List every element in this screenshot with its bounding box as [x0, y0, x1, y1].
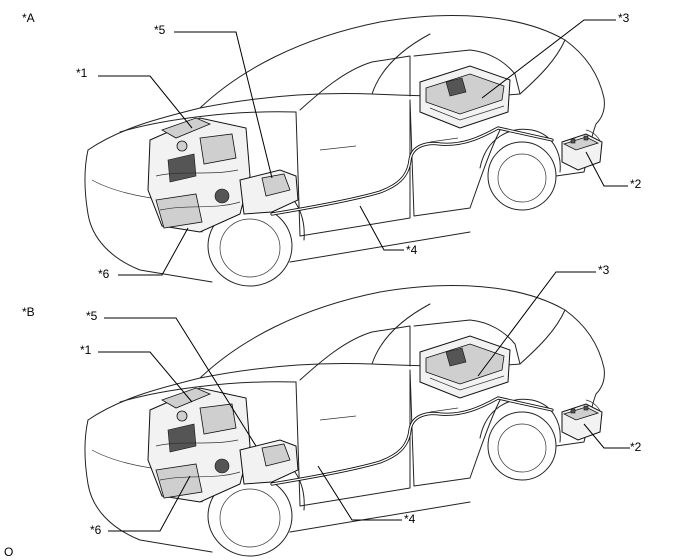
callout-b-4: *4 — [404, 512, 416, 526]
callout-a-4: *4 — [406, 243, 418, 257]
callout-a-3: *3 — [618, 11, 630, 25]
callout-a-2: *2 — [630, 177, 642, 191]
leader-lines-b — [98, 271, 630, 532]
callout-b-1: *1 — [80, 343, 92, 357]
callout-b-2: *2 — [630, 440, 642, 454]
car-illustration-a — [83, 13, 606, 288]
view-a-label: *A — [22, 11, 35, 25]
callout-a-1: *1 — [76, 66, 88, 80]
callout-b-3: *3 — [598, 263, 610, 277]
figure-id: O — [4, 545, 14, 559]
leader-lines-a — [98, 19, 628, 276]
callout-a-5: *5 — [154, 23, 166, 37]
view-b-label: *B — [22, 305, 35, 319]
callout-b-6: *6 — [90, 523, 102, 537]
callout-b-5: *5 — [86, 309, 98, 323]
car-illustration-b — [83, 283, 606, 558]
callout-a-6: *6 — [98, 267, 110, 281]
